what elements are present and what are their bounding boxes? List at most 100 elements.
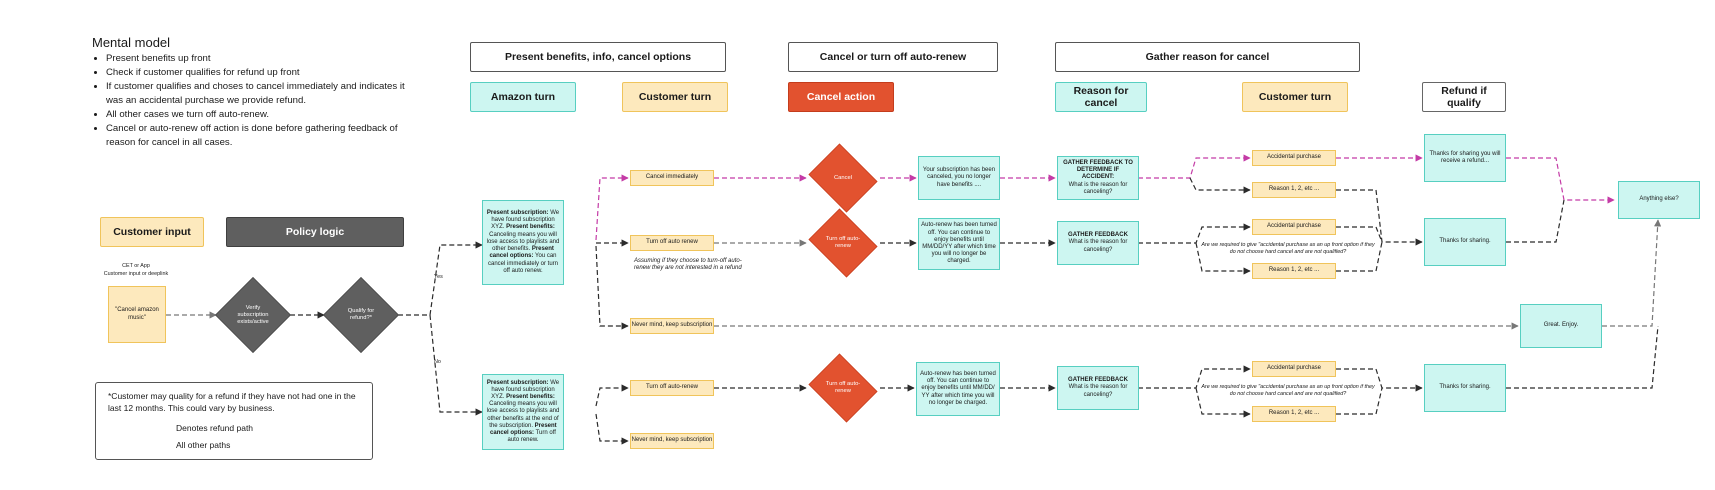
edge-fb1-reason [1189,177,1251,194]
lane-cancel-action: Cancel action [788,82,894,112]
edge-present-cancel-immediately [595,174,629,241]
result-canceled: Your subscription has been canceled, you… [918,156,1000,200]
mental-model-title: Mental model [92,35,171,50]
outcome-great-enjoy: Great. Enjoy. [1520,304,1602,348]
present-label: Present cancel options: [489,246,554,260]
edge-reason2-thanks [1336,241,1383,272]
lane-refund-if-qualify: Refund if qualify [1422,82,1506,112]
phase-header-cancel: Cancel or turn off auto-renew [788,42,998,72]
edge-present-never-mind [595,245,629,330]
present-text: Canceling means you will lose access to … [486,231,560,253]
mental-model-list: Present benefits up front Check if custo… [92,52,422,150]
edge-acc3-thanks2 [1336,368,1423,392]
feedback-heading: GATHER FEEDBACK [1068,232,1128,239]
choice-never-mind-2: Never mind, keep subscription [630,433,714,449]
present-text: Canceling means you will lose access to … [486,401,560,429]
feedback-question: What is the reason for canceling? [1068,384,1128,398]
qualify-decision: Qualify for refund?* [323,277,399,353]
outcome-refund: Thanks for sharing you will receive a re… [1424,134,1506,182]
verify-decision-label: Verify subscription exists/active [237,304,269,325]
edge-great-anything [1602,219,1662,327]
mental-model-bullet: Present benefits up front [106,52,422,66]
mental-model-bullet: All other cases we turn off auto-renew. [106,108,422,122]
qualify-decision-label: Qualify for refund?* [347,308,375,321]
reason-other-3: Reason 1, 2, etc ... [1252,406,1336,422]
choice-turn-off-auto-renew: Turn off auto renew [630,235,714,251]
reason-other: Reason 1, 2, etc ... [1252,182,1336,198]
edge-fb1-accidental [1138,154,1251,179]
mental-model-bullet: Cancel or auto-renew off action is done … [106,122,422,150]
input-caption: CET or App [122,262,150,269]
no-label: No [434,359,441,365]
lane-policy-logic: Policy logic [226,217,404,247]
choice-cancel-immediately: Cancel immediately [630,170,714,186]
edge-fb2-reason [1195,242,1251,275]
edge-thanks2-anything [1506,325,1659,389]
edge-fb3-accidental [1138,365,1251,389]
feedback-question: What is the reason for canceling? [1068,181,1128,195]
present-text: Turn off auto renew. [507,430,556,444]
edge-qualify-yes [398,241,483,316]
edge-refund-anything [1506,157,1615,204]
action-turn-off-auto-renew-2: Turn off auto-renew [806,353,880,423]
feedback-heading: GATHER FEEDBACK TO DETERMINE IF ACCIDENT… [1063,159,1133,181]
edge-qualify-no [429,314,483,416]
reason-other-2: Reason 1, 2, etc ... [1252,263,1336,279]
mental-model-bullet: If customer qualifies and choses to canc… [106,80,422,108]
input-caption: Customer input or deeplink [103,270,169,277]
phase-header-present: Present benefits, info, cancel options [470,42,726,72]
action-turn-off-auto-renew: Turn off auto-renew [806,208,880,278]
legend-note: *Customer may quality for a refund if th… [108,391,356,413]
present-text: We have found subscription XYZ. [491,210,560,231]
choice-turn-off-auto-renew-2: Turn off auto-renew [630,380,714,396]
legend-other-label: All other paths [176,440,231,450]
assumption-note: Assuming if they choose to turn-off auto… [634,258,742,272]
lane-customer-turn-2: Customer turn [1242,82,1348,112]
result-auto-renew-off-2: Auto-renew has been turned off. You can … [916,362,1000,416]
present-text: We have found subscription XYZ. [491,379,560,400]
verify-decision: Verify subscription exists/active [215,277,291,353]
required-note-2: Are we required to give "accidental purc… [1201,384,1375,397]
result-auto-renew-off: Auto-renew has been turned off. You can … [918,218,1000,270]
present-label: Present benefits: [506,393,555,400]
lane-reason-for-cancel: Reason for cancel [1055,82,1147,112]
feedback-heading: GATHER FEEDBACK [1068,377,1128,384]
action-turn-off-label-2: Turn off auto-renew [825,381,861,394]
edge-reason3-thanks2 [1336,387,1383,415]
yes-label: Yes [434,274,443,280]
customer-input-box: "Cancel amazon music" [108,286,166,343]
action-turn-off-label: Turn off auto-renew [825,236,861,249]
edge-fb3-reason [1195,387,1251,418]
lane-customer-turn: Customer turn [622,82,728,112]
edge-acc2-thanks [1336,226,1383,243]
edge-thanks1-anything [1506,199,1565,243]
feedback-question: What is the reason for canceling? [1068,239,1128,253]
lane-customer-input: Customer input [100,217,204,247]
present-label: Present cancel options: [490,422,557,436]
reason-accidental-purchase-2: Accidental purchase [1252,219,1336,235]
legend [95,382,373,460]
edge-no-never-mind [595,413,629,445]
present-options-qualified: Present subscription: We have found subs… [482,200,564,285]
feedback-accident: GATHER FEEDBACK TO DETERMINE IF ACCIDENT… [1057,156,1139,200]
outcome-thanks-2: Thanks for sharing. [1424,364,1506,412]
edge-fb2-accidental [1138,223,1251,244]
reason-accidental-purchase: Accidental purchase [1252,150,1336,166]
action-cancel-label: Cancel [833,174,853,181]
outcome-thanks: Thanks for sharing. [1424,218,1506,266]
choice-never-mind: Never mind, keep subscription [630,318,714,334]
required-note: Are we required to give "accidental purc… [1201,242,1375,255]
lane-amazon-turn: Amazon turn [470,82,576,112]
present-label: Present subscription: [486,210,549,217]
phase-header-gather: Gather reason for cancel [1055,42,1360,72]
present-options-not-qualified: Present subscription: We have found subs… [482,374,564,450]
mental-model-bullet: Check if customer qualifies for refund u… [106,66,422,80]
present-label: Present subscription: [486,379,549,386]
outcome-anything-else: Anything else? [1618,181,1700,219]
action-cancel: Cancel [806,143,880,213]
present-label: Present benefits: [506,224,555,231]
legend-refund-label: Denotes refund path [176,423,254,433]
